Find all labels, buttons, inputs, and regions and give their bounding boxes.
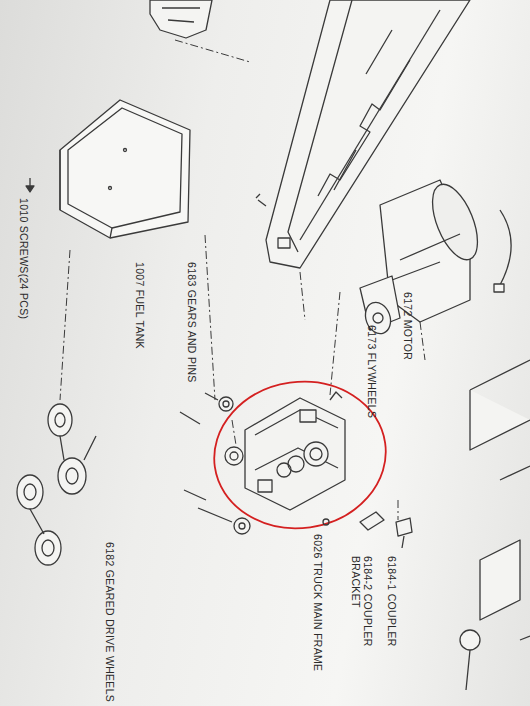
part-label: 6182 GEARED DRIVE WHEELS (104, 542, 116, 702)
part-label: 6173 FLYWHEELS (366, 325, 378, 418)
part-label: 1007 FUEL TANK (134, 262, 146, 349)
part-label: 1010 SCREWS(24 PCS) (18, 198, 30, 319)
part-label: 6172 MOTOR (402, 292, 414, 360)
part-label: 6183 GEARS AND PINS (186, 262, 198, 383)
part-label: 6026 TRUCK MAIN FRAME (312, 534, 324, 671)
part-label: 6184-2 COUPLER BRACKET (350, 556, 374, 652)
part-label: 6184-1 COUPLER (386, 556, 398, 647)
